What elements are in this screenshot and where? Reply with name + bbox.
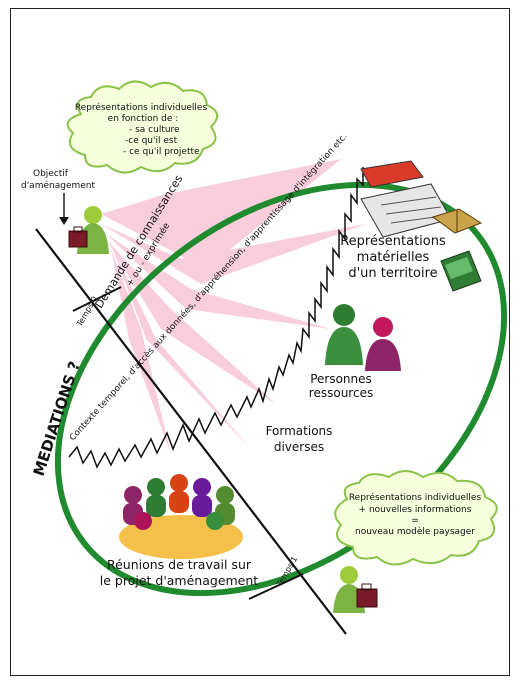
diagram-canvas: Contexte temporel, d'accès aux données, … bbox=[21, 80, 508, 635]
cloud-top-line1: Représentations individuelles bbox=[75, 102, 208, 113]
person-with-briefcase-icon bbox=[68, 206, 109, 254]
cloud-bottom-line3: = bbox=[411, 516, 419, 526]
formations-line1: Formations bbox=[266, 424, 333, 438]
meeting-group-icon bbox=[119, 474, 243, 559]
cloud-top-line5: - ce qu'il projette bbox=[123, 147, 200, 157]
cloud-top-line2: en fonction de : bbox=[108, 114, 179, 124]
rep-materielles-line2: matérielles bbox=[357, 250, 430, 265]
reunions-line1: Réunions de travail sur bbox=[107, 557, 252, 572]
cloud-bottom-line4: nouveau modèle paysager bbox=[355, 526, 475, 537]
cloud-top-line3: - sa culture bbox=[129, 125, 180, 135]
temps0-label: Temps 0 bbox=[74, 295, 99, 329]
open-book-icon bbox=[431, 208, 483, 234]
people-resources-icon bbox=[325, 304, 401, 371]
personnes-line2: ressources bbox=[309, 386, 373, 400]
rep-materielles-line3: d'un territoire bbox=[348, 266, 437, 281]
objectif-line1: Objectif bbox=[33, 169, 69, 179]
cloud-bottom: Représentations individuelles + nouvelle… bbox=[334, 470, 498, 566]
rep-materielles-line1: Représentations bbox=[340, 234, 446, 249]
time0-tick bbox=[72, 286, 122, 312]
diagram-frame: Contexte temporel, d'accès aux données, … bbox=[10, 8, 510, 676]
formations-line2: diverses bbox=[274, 440, 324, 454]
context-zigzag bbox=[68, 167, 364, 469]
cloud-bottom-line1: Représentations individuelles bbox=[349, 492, 482, 503]
reunions-line2: le projet d'aménagement bbox=[100, 573, 259, 588]
cloud-bottom-line2: + nouvelles informations bbox=[359, 505, 472, 515]
time1-tick bbox=[248, 573, 304, 600]
personnes-line1: Personnes bbox=[310, 372, 372, 386]
cloud-top-line4: -ce qu'il est bbox=[125, 136, 178, 146]
person-with-briefcase-bottom-icon bbox=[333, 566, 378, 613]
time-axis bbox=[35, 228, 347, 635]
cloud-top: Représentations individuelles en fonctio… bbox=[66, 80, 218, 174]
green-book-icon bbox=[440, 250, 482, 292]
map-documents-icon bbox=[360, 160, 452, 238]
objectif-arrowhead bbox=[59, 217, 69, 225]
objectif-line2: d'aménagement bbox=[21, 180, 95, 191]
